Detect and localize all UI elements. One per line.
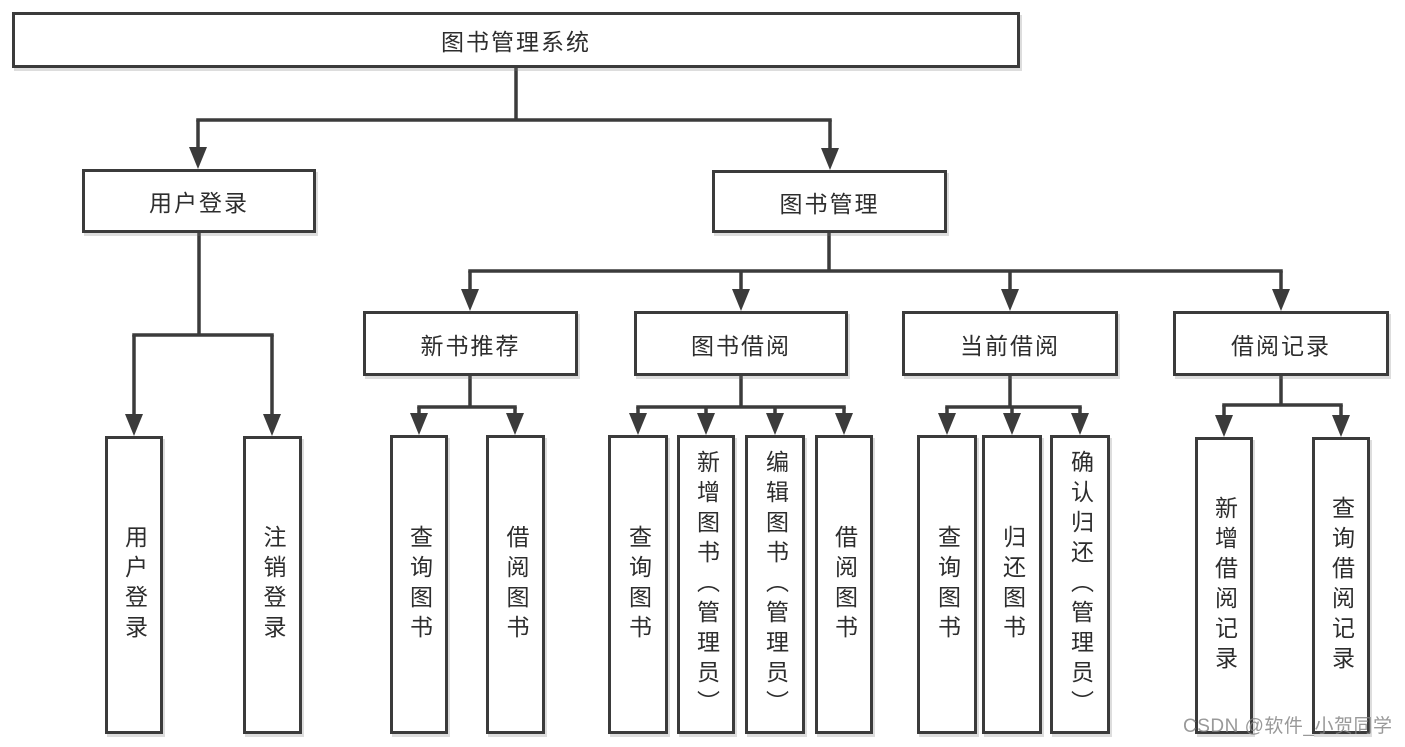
node-label-leaf-borrow-book-2: 借阅图书 [831, 524, 858, 645]
node-label-leaf-edit-book: 编辑图书（管理员） [762, 449, 789, 720]
node-leaf-borrow-book-1: 借阅图书 [486, 435, 545, 734]
node-label-leaf-user-login: 用户登录 [121, 525, 148, 645]
arrowhead-icon [938, 413, 956, 435]
node-leaf-return-book: 归还图书 [982, 435, 1042, 734]
arrowhead-icon [263, 414, 281, 436]
node-leaf-confirm-return: 确认归还（管理员） [1050, 435, 1110, 734]
arrowhead-icon [732, 289, 750, 311]
connector-book-mgmt [461, 233, 1290, 311]
node-label-leaf-borrow-book-1: 借阅图书 [503, 524, 529, 645]
node-leaf-query-book-3: 查询图书 [917, 435, 977, 734]
node-label-leaf-confirm-return: 确认归还（管理员） [1067, 449, 1094, 720]
arrowhead-icon [1071, 413, 1089, 435]
arrowhead-icon [189, 147, 207, 169]
arrowhead-icon [629, 413, 647, 435]
node-label-leaf-add-book: 新增图书（管理员） [693, 449, 720, 720]
node-root: 图书管理系统 [12, 12, 1020, 68]
arrowhead-icon [697, 413, 715, 435]
node-label-user-login: 用户登录 [149, 190, 249, 216]
node-label-book-borrow: 图书借阅 [691, 332, 791, 359]
node-leaf-borrow-book-2: 借阅图书 [815, 435, 873, 734]
node-label-leaf-query-book-1: 查询图书 [406, 524, 433, 645]
node-label-leaf-query-book-2: 查询图书 [625, 524, 652, 645]
connector-root [189, 68, 839, 170]
node-label-leaf-add-borrow-record: 新增借阅记录 [1211, 495, 1238, 676]
node-book-borrow: 图书借阅 [634, 311, 848, 376]
node-leaf-query-book-1: 查询图书 [390, 435, 448, 734]
node-label-root: 图书管理系统 [441, 29, 591, 55]
arrowhead-icon [1215, 415, 1233, 437]
arrowhead-icon [506, 413, 524, 435]
node-new-book-rec: 新书推荐 [363, 311, 578, 376]
connector-borrow-records [1215, 376, 1350, 437]
node-label-new-book-rec: 新书推荐 [420, 332, 521, 359]
node-leaf-edit-book: 编辑图书（管理员） [745, 435, 805, 734]
connector-current-borrow [938, 376, 1089, 435]
node-label-leaf-logout: 注销登录 [260, 525, 286, 645]
arrowhead-icon [1001, 289, 1019, 311]
node-current-borrow: 当前借阅 [902, 311, 1118, 376]
connector-book-borrow [629, 376, 853, 435]
csdn-watermark: CSDN @软件_小贺同学 [1183, 716, 1393, 737]
arrowhead-icon [821, 148, 839, 170]
node-leaf-query-borrow-record: 查询借阅记录 [1312, 437, 1370, 734]
arrowhead-icon [410, 413, 428, 435]
arrowhead-icon [766, 413, 784, 435]
node-leaf-add-book: 新增图书（管理员） [677, 435, 735, 734]
connector-user-login [125, 233, 281, 436]
node-leaf-user-login: 用户登录 [105, 436, 163, 734]
node-leaf-query-book-2: 查询图书 [608, 435, 668, 734]
arrowhead-icon [835, 413, 853, 435]
arrowhead-icon [461, 289, 479, 311]
node-book-mgmt: 图书管理 [712, 170, 947, 233]
arrowhead-icon [1332, 415, 1350, 437]
arrowhead-icon [125, 414, 143, 436]
node-borrow-records: 借阅记录 [1173, 311, 1389, 376]
node-label-book-mgmt: 图书管理 [779, 190, 880, 217]
arrowhead-icon [1272, 289, 1290, 311]
node-label-leaf-query-borrow-record: 查询借阅记录 [1328, 495, 1355, 676]
node-label-leaf-return-book: 归还图书 [999, 524, 1026, 645]
connector-new-book-rec [410, 376, 524, 435]
node-label-leaf-query-book-3: 查询图书 [934, 524, 961, 645]
node-leaf-logout: 注销登录 [243, 436, 302, 734]
node-user-login: 用户登录 [82, 169, 316, 233]
node-leaf-add-borrow-record: 新增借阅记录 [1195, 437, 1253, 734]
arrowhead-icon [1003, 413, 1021, 435]
node-label-current-borrow: 当前借阅 [960, 332, 1060, 359]
node-label-borrow-records: 借阅记录 [1231, 332, 1331, 359]
